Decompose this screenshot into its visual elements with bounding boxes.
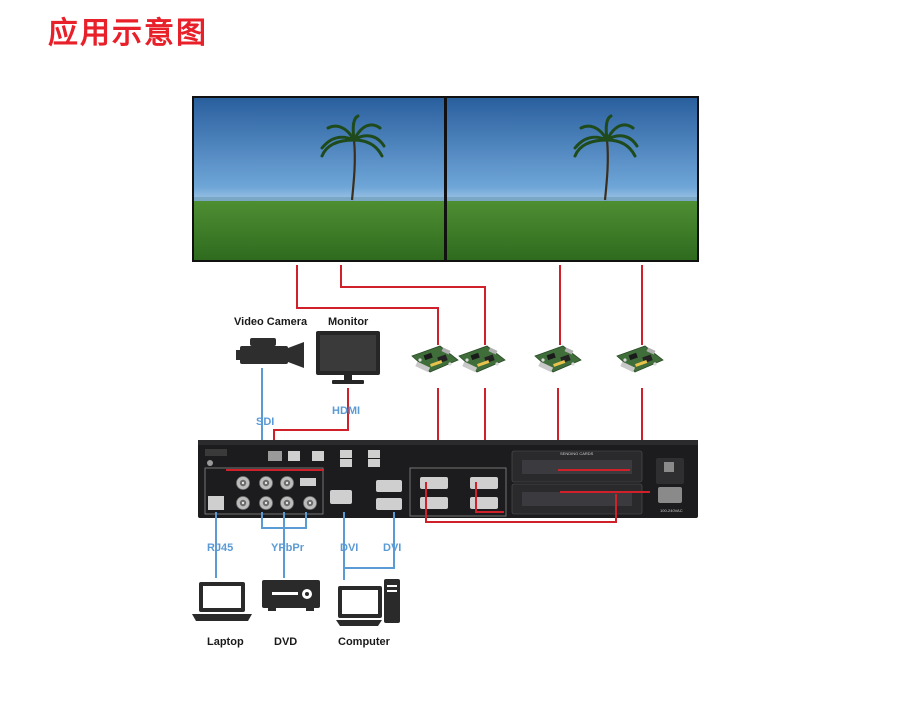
laptop-icon: [192, 582, 252, 621]
label-rj45: RJ45: [207, 542, 234, 554]
svg-text:100-240VAC: 100-240VAC: [660, 508, 683, 513]
video-camera-icon: [236, 338, 304, 368]
video-processor: 100-240VAC SENDING CARDS: [198, 440, 698, 518]
label-monitor: Monitor: [328, 316, 369, 328]
label-hdmi: HDMI: [332, 405, 361, 417]
computer-icon: [336, 579, 400, 626]
svg-text:SENDING CARDS: SENDING CARDS: [560, 451, 594, 456]
page-title: 应用示意图: [48, 16, 208, 51]
label-sdi: SDI: [256, 416, 275, 428]
label-dvi-2: DVI: [383, 542, 402, 554]
receiving-card-1: [411, 345, 459, 373]
screen-left: [194, 98, 444, 260]
dvd-icon: [262, 580, 320, 611]
label-computer: Computer: [338, 636, 390, 648]
receiving-card-2: [458, 345, 506, 373]
video-wall: [192, 96, 699, 262]
label-dvi-1: DVI: [340, 542, 359, 554]
label-video-camera: Video Camera: [234, 316, 308, 328]
label-dvd: DVD: [274, 636, 298, 648]
label-ypbpr: YPbPr: [271, 542, 305, 554]
red-cables-processor: [226, 469, 650, 523]
red-cables-top: [296, 265, 643, 345]
receiving-card-3: [534, 345, 582, 373]
screen-right: [447, 98, 697, 260]
receiving-card-4: [616, 345, 664, 373]
label-laptop: Laptop: [207, 636, 244, 648]
blue-cables-bottom: [215, 512, 395, 580]
monitor-icon: [316, 331, 380, 384]
